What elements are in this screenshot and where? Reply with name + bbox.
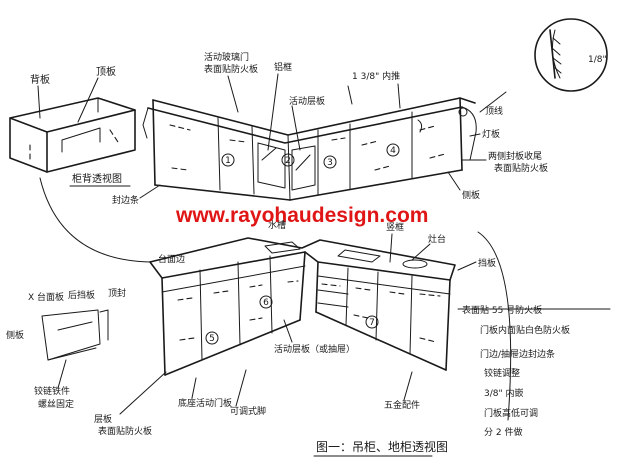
label-light-panel: 灯板: [482, 128, 500, 140]
note-5: 门板高低可调: [484, 407, 538, 419]
note-0: 表面贴 55 号防火板: [462, 304, 542, 316]
note-6: 分 2 件做: [484, 426, 522, 438]
label-side-panel: 侧板: [462, 189, 480, 201]
profile-detail-circle: 1/8": [479, 18, 608, 113]
base-door-7: 7: [369, 318, 375, 328]
note-2: 门边/抽屉边封边条: [480, 348, 555, 360]
watermark: www.rayohaudesign.com: [175, 204, 428, 227]
note-1: 门板内面贴白色防火板: [480, 324, 570, 336]
label-left-top2: 后挡板: [68, 289, 95, 301]
label-board-right: 挡板: [478, 257, 496, 269]
label-glass-frame: 铝框: [274, 61, 292, 73]
label-left-screw: 螺丝固定: [38, 398, 74, 410]
label-center-leg: 可调式脚: [230, 405, 266, 417]
back-panel-detail: 背板 顶板 柜背透视图: [9, 65, 136, 187]
label-drawer-panel: 活动层板: [289, 95, 325, 107]
label-glass-door: 活动玻璃门: [204, 51, 249, 63]
label-molding: 顶线: [485, 105, 503, 117]
svg-text:1/8": 1/8": [588, 55, 607, 65]
label-sink: 水槽: [268, 219, 286, 231]
label-back-panel: 背板: [30, 73, 50, 86]
label-hinge-upper: 封边条: [112, 194, 139, 206]
label-left-top1: X 台面板: [28, 291, 64, 303]
label-finish-2: 表面贴防火板: [494, 162, 548, 174]
label-finish-1: 表面贴防火板: [204, 63, 258, 75]
label-left-kick: 铰链铁件: [34, 385, 70, 397]
label-center-board: 活动层板（或抽屉）: [274, 343, 355, 355]
label-inset: 1 3/8" 内推: [352, 70, 400, 82]
upper-cabinet: 1 2 3 4 活动玻璃门 表面贴防火板 铝框 活动层板 1 3/8" 内推 顶…: [112, 51, 548, 206]
upper-door-4: 4: [390, 146, 396, 156]
label-right-hw: 五金配件: [384, 399, 420, 411]
base-cabinet: 5 6 7 台面边 水槽 灶台 竖框 挡板 X 台面板 后挡板 顶封 侧板 铰链…: [6, 177, 512, 437]
base-door-6: 6: [263, 298, 269, 308]
label-top-board: 顶板: [96, 65, 116, 78]
spec-notes: 表面贴 55 号防火板 门板内面贴白色防火板 门边/抽屉边封边条 铰链调整 3/…: [457, 304, 611, 438]
note-4: 3/8" 内嵌: [484, 387, 524, 399]
label-vertical-stile: 竖框: [386, 221, 404, 233]
caption-back-detail: 柜背透视图: [72, 172, 122, 185]
base-door-5: 5: [209, 334, 215, 344]
upper-door-3: 3: [327, 158, 333, 168]
figure-title: 图一：吊柜、地柜透视图: [316, 439, 448, 454]
note-3: 铰链调整: [484, 367, 520, 379]
label-left-side: 顶封: [108, 287, 126, 299]
label-base-kick: 层板: [94, 413, 112, 425]
label-left-panel: 侧板: [6, 329, 24, 341]
label-lower-plinth: 底座活动门板: [178, 397, 232, 409]
label-side-finish: 表面贴防火板: [98, 425, 152, 437]
label-stove: 灶台: [428, 233, 446, 245]
upper-door-1: 1: [225, 156, 231, 166]
label-rim-left: 台面边: [158, 253, 185, 265]
upper-door-2: 2: [285, 156, 291, 166]
label-trim: 两侧封板收尾: [488, 150, 542, 162]
